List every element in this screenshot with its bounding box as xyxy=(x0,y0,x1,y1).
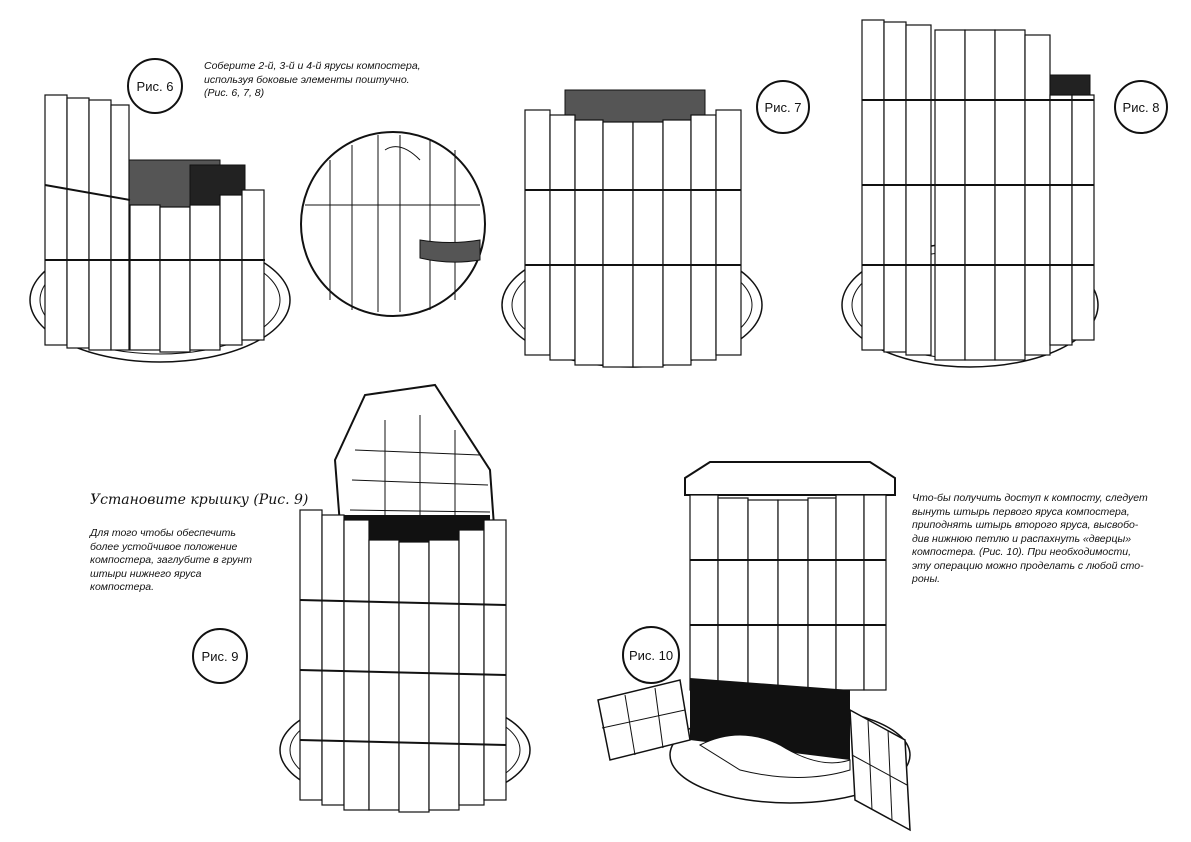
figure-10-badge: Рис. 10 xyxy=(622,626,680,684)
access-note-line-1: Что-бы получить доступ к компосту, следу… xyxy=(912,492,1148,504)
figure-9-label: Рис. 9 xyxy=(201,648,239,664)
figure-10-label: Рис. 10 xyxy=(628,647,674,663)
figure-6-badge: Рис. 6 xyxy=(127,58,183,114)
lid-note-line-2: более устойчивое положение xyxy=(90,540,238,553)
figure-7-badge: Рис. 7 xyxy=(756,80,810,134)
figure-9-badge: Рис. 9 xyxy=(192,628,248,684)
lid-note-line-3: компостера, заглубите в грунт xyxy=(90,554,253,566)
access-note-line-2: вынуть штырь первого яруса компостера, xyxy=(912,505,1130,518)
access-instructions: Что-бы получить доступ к компосту, следу… xyxy=(912,492,1172,587)
figure-7-label: Рис. 7 xyxy=(764,99,802,115)
figure-8-badge: Рис. 8 xyxy=(1114,80,1168,134)
access-note-line-3: приподнять штырь второго яруса, высвобо- xyxy=(912,519,1139,531)
lid-note-line-5: компостера. xyxy=(90,581,155,593)
assemble-instructions: Соберите 2-й, 3-й и 4-й ярусы компостера… xyxy=(204,60,464,101)
figure-6-label: Рис. 6 xyxy=(136,78,174,94)
lid-section-title: Установите крышку (Рис. 9) xyxy=(90,492,309,508)
figure-8-label: Рис. 8 xyxy=(1122,99,1160,115)
assemble-line-1: Соберите 2-й, 3-й и 4-й ярусы компостера… xyxy=(204,60,421,72)
lid-instructions: Для того чтобы обеспечить более устойчив… xyxy=(90,527,280,595)
access-note-line-4: див нижнюю петлю и распахнуть «дверцы» xyxy=(912,532,1132,545)
assemble-line-2: используя боковые элементы поштучно. xyxy=(204,73,410,86)
lid-note-line-4: штыри нижнего яруса xyxy=(90,567,202,580)
access-note-line-7: роны. xyxy=(912,573,941,585)
access-note-line-5: компостера. (Рис. 10). При необходимости… xyxy=(912,546,1132,558)
lid-note-line-1: Для того чтобы обеспечить xyxy=(90,527,236,539)
assemble-line-3: (Рис. 6, 7, 8) xyxy=(204,87,265,99)
access-note-line-6: эту операцию можно проделать с любой сто… xyxy=(912,559,1144,572)
